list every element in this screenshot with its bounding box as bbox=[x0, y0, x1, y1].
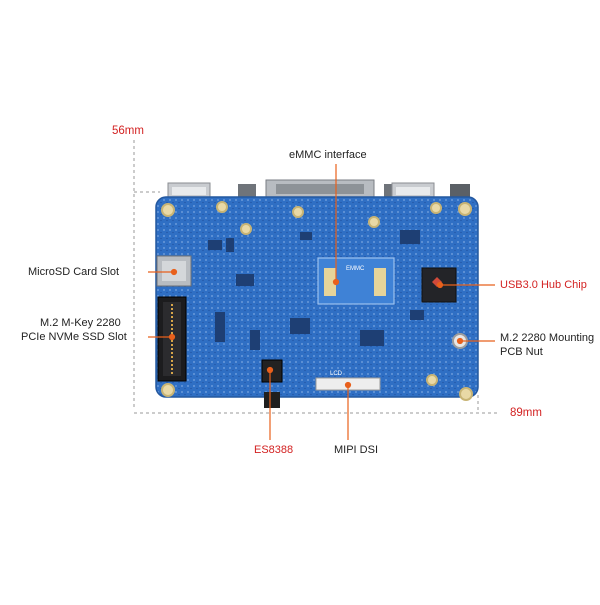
m2-slot-label-line2: PCIe NVMe SSD Slot bbox=[21, 331, 127, 343]
emmc-area bbox=[317, 257, 395, 305]
audio-jack bbox=[264, 392, 280, 408]
width-dimension-label: 89mm bbox=[510, 407, 542, 419]
leader-lines bbox=[148, 164, 495, 440]
smd-components bbox=[208, 230, 424, 350]
usb-hub-label: USB3.0 Hub Chip bbox=[500, 279, 587, 291]
m2-slot-label-line1: M.2 M-Key 2280 bbox=[40, 317, 121, 329]
height-dimension-label: 56mm bbox=[112, 125, 144, 137]
board-emmc-text: EMMC bbox=[346, 266, 365, 272]
m2-nut-label-line2: PCB Nut bbox=[500, 346, 543, 358]
pcb-board bbox=[155, 196, 479, 398]
mipi-dsi-label: MIPI DSI bbox=[334, 444, 379, 456]
m2-nut-label-line1: M.2 2280 Mounting bbox=[500, 332, 595, 344]
board-lcd-text: LCD bbox=[330, 371, 343, 377]
mounting-holes bbox=[161, 201, 473, 401]
emmc-interface-label: eMMC interface bbox=[289, 149, 367, 161]
microsd-slot-label: MicroSD Card Slot bbox=[28, 266, 120, 278]
es8388-label: ES8388 bbox=[254, 444, 294, 456]
m2-slot bbox=[157, 296, 187, 382]
